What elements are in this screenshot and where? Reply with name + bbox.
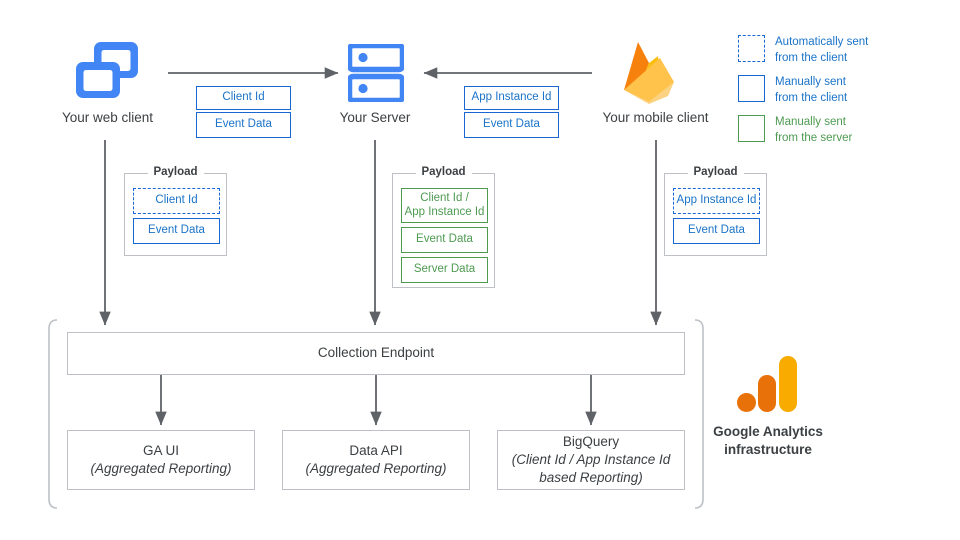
payload-server: Payload Client Id / App Instance Id Even…: [392, 166, 495, 288]
web-client-label: Your web client: [61, 110, 154, 125]
ga-caption-line2: infrastructure: [724, 441, 812, 457]
output-box-bigquery: BigQuery (Client Id / App Instance Id ba…: [497, 430, 685, 490]
mobile-client-label: Your mobile client: [602, 110, 709, 125]
chip-mobile-app-instance-id: App Instance Id: [464, 86, 559, 110]
legend-swatch-dashed-blue: [738, 35, 765, 62]
payload-server-event-data: Event Data: [401, 227, 488, 253]
legend-manual-client-line1: Manually sent: [775, 76, 846, 88]
data-api-title: Data API: [349, 442, 403, 458]
legend-automatic-client-line1: Automatically sent: [775, 36, 869, 48]
server-label: Your Server: [339, 110, 411, 125]
output-box-ga-ui: GA UI (Aggregated Reporting): [67, 430, 255, 490]
ga-infrastructure-caption: Google Analytics infrastructure: [690, 423, 846, 458]
ga-caption-line1: Google Analytics: [713, 424, 823, 439]
collection-endpoint-label: Collection Endpoint: [317, 345, 435, 361]
payload-mobile: Payload App Instance Id Event Data: [664, 166, 767, 256]
output-box-data-api: Data API (Aggregated Reporting): [282, 430, 470, 490]
data-api-subtitle: (Aggregated Reporting): [305, 461, 447, 476]
payload-web-client-id: Client Id: [133, 188, 220, 214]
legend-manual-client-line2: from the client: [775, 91, 848, 104]
legend-swatch-solid-green: [738, 115, 765, 142]
firebase-icon: [618, 38, 680, 106]
legend-label-manual-client: Manually sent from the client: [775, 75, 847, 106]
ga-ui-subtitle: (Aggregated Reporting): [90, 461, 232, 476]
ga-ui-title: GA UI: [142, 442, 179, 458]
bigquery-title: BigQuery: [562, 433, 620, 449]
payload-web: Payload Client Id Event Data: [124, 166, 227, 256]
payload-mobile-title: Payload: [687, 166, 744, 178]
legend-label-automatic-client: Automatically sent from the client: [775, 35, 868, 66]
payload-mobile-app-instance-id: App Instance Id: [673, 188, 760, 214]
legend-swatch-solid-blue: [738, 75, 765, 102]
payload-web-event-data: Event Data: [133, 218, 220, 244]
payload-web-title: Payload: [147, 166, 204, 178]
legend-item-manual-client: Manually sent from the client: [738, 75, 847, 106]
payload-server-id-line2: App Instance Id: [404, 205, 485, 218]
legend-label-manual-server: Manually sent from the server: [775, 115, 852, 146]
legend-item-automatic-client: Automatically sent from the client: [738, 35, 868, 66]
payload-mobile-event-data: Event Data: [673, 218, 760, 244]
legend-manual-server-line1: Manually sent: [775, 116, 846, 128]
collection-endpoint-box: Collection Endpoint: [67, 332, 685, 375]
payload-server-id: Client Id / App Instance Id: [401, 188, 488, 223]
chip-web-client-id: Client Id: [196, 86, 291, 110]
legend-automatic-client-line2: from the client: [775, 51, 848, 64]
legend-manual-server-line2: from the server: [775, 131, 853, 144]
legend-item-manual-server: Manually sent from the server: [738, 115, 852, 146]
payload-server-title: Payload: [415, 166, 472, 178]
bigquery-subtitle-line1: (Client Id / App Instance Id: [511, 451, 671, 467]
infrastructure-bracket-left: [48, 319, 58, 509]
google-analytics-icon: [737, 355, 799, 413]
bigquery-subtitle-line2: based Reporting): [539, 470, 643, 486]
server-icon: [348, 44, 404, 102]
payload-server-server-data: Server Data: [401, 257, 488, 283]
infrastructure-bracket-right: [694, 319, 704, 509]
payload-server-id-line1: Client Id /: [420, 192, 469, 205]
web-client-icon: [74, 40, 140, 102]
chip-mobile-event-data: Event Data: [464, 112, 559, 138]
chip-web-event-data: Event Data: [196, 112, 291, 138]
